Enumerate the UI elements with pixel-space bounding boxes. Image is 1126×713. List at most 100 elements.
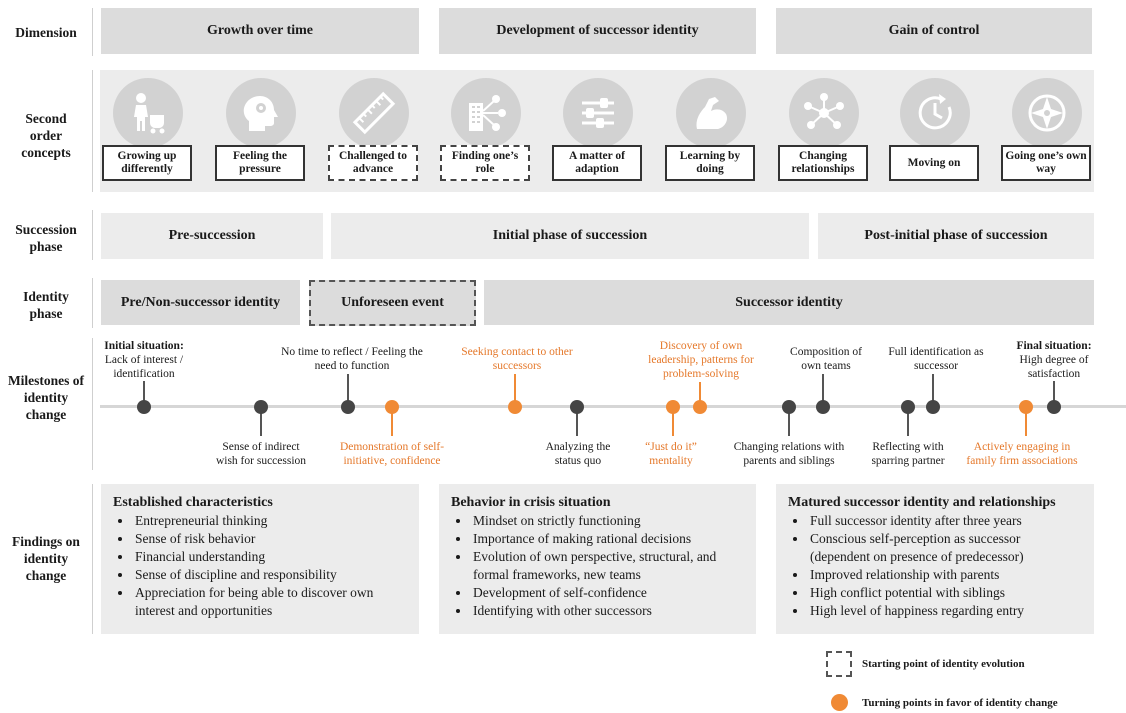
phase-post-initial: Post-initial phase of succession xyxy=(818,213,1094,259)
concept-own-way: Going one’s own way xyxy=(1001,145,1091,181)
milestone-final-text: High degree of satisfaction xyxy=(1019,354,1089,380)
concept-adaption: A matter of adaption xyxy=(552,145,642,181)
row-label-succession-phase-text: Succession phase xyxy=(15,222,77,254)
finding-crisis: Behavior in crisis situation Mindset on … xyxy=(439,484,756,634)
row-label-findings: Findings on identity change xyxy=(0,533,92,584)
ruler-icon xyxy=(339,78,409,148)
list-item: High conflict potential with siblings xyxy=(808,584,1082,602)
milestone-tick xyxy=(143,381,145,401)
milestone-tick xyxy=(907,412,909,436)
list-item: Conscious self-perception as successor (… xyxy=(808,530,1082,566)
row-label-succession-phase: Succession phase xyxy=(0,221,92,255)
milestone-seeking-contact: Seeking contact to other successors xyxy=(447,345,587,373)
milestone-initial-situation: Initial situation: Lack of interest / id… xyxy=(89,339,199,381)
milestone-self-initiative-text: Demonstration of self-initiative, confid… xyxy=(339,441,445,467)
milestone-tick xyxy=(260,412,262,436)
dimension-growth: Growth over time xyxy=(101,8,419,54)
milestone-tick xyxy=(788,412,790,436)
milestone-analyzing-text: Analyzing the status quo xyxy=(545,441,611,467)
clock-arrow-icon xyxy=(900,78,970,148)
milestone-tick xyxy=(1025,412,1027,436)
finding-matured: Matured successor identity and relations… xyxy=(776,484,1094,634)
milestone-initial-text: Lack of interest / identification xyxy=(104,354,184,380)
legend-turning-points: Turning points in favor of identity chan… xyxy=(862,697,1058,709)
milestone-full-identification: Full identification as successor xyxy=(888,345,984,373)
separator-line xyxy=(92,70,93,192)
concept-growing-up: Growing up differently xyxy=(102,145,192,181)
milestone-self-initiative: Demonstration of self-initiative, confid… xyxy=(327,440,457,468)
milestone-tick xyxy=(391,412,393,436)
legend-dashed-square-icon xyxy=(826,651,852,677)
separator-line xyxy=(92,484,93,634)
finding-established-title: Established characteristics xyxy=(113,495,273,510)
list-item: Identifying with other successors xyxy=(471,602,744,620)
row-label-milestones-text: Milestones of identity change xyxy=(7,373,85,422)
finding-crisis-title: Behavior in crisis situation xyxy=(451,495,611,510)
milestone-final-situation: Final situation: High degree of satisfac… xyxy=(1013,339,1095,381)
turning-point-dot xyxy=(1019,400,1033,414)
milestone-indirect-wish-text: Sense of indirect wish for succession xyxy=(215,441,307,467)
concept-challenged: Challenged to advance xyxy=(328,145,418,181)
list-item: High level of happiness regarding entry xyxy=(808,602,1082,620)
phase-initial: Initial phase of succession xyxy=(331,213,809,259)
milestone-changing-relations: Changing relations with parents and sibl… xyxy=(727,440,851,468)
milestone-final-label: Final situation: xyxy=(1016,340,1092,352)
compass-icon xyxy=(1012,78,1082,148)
identity-pre-non-successor: Pre/Non-successor identity xyxy=(101,280,300,325)
milestone-discovery-text: Discovery of own leadership, patterns fo… xyxy=(648,340,754,380)
milestone-tick xyxy=(514,374,516,401)
turning-point-dot xyxy=(666,400,680,414)
milestone-actively-engaging-text: Actively engaging in family firm associa… xyxy=(966,441,1078,467)
building-network-icon xyxy=(451,78,521,148)
milestone-tick xyxy=(347,374,349,401)
concept-finding-role: Finding one’s role xyxy=(440,145,530,181)
list-item: Sense of risk behavior xyxy=(133,530,407,548)
milestone-tick xyxy=(1053,381,1055,401)
dimension-gain-control: Gain of control xyxy=(776,8,1092,54)
turning-point-dot xyxy=(693,400,707,414)
parent-stroller-icon xyxy=(113,78,183,148)
milestone-tick xyxy=(822,374,824,401)
row-label-identity-phase: Identity phase xyxy=(0,288,92,322)
milestone-just-do-it: “Just do it” mentality xyxy=(640,440,702,468)
milestone-actively-engaging: Actively engaging in family firm associa… xyxy=(960,440,1084,468)
separator-line xyxy=(92,338,93,470)
milestone-no-time: No time to reflect / Feeling the need to… xyxy=(278,345,426,373)
milestone-composition: Composition of own teams xyxy=(786,345,866,373)
list-item: Full successor identity after three year… xyxy=(808,512,1082,530)
milestone-initial-label: Initial situation: xyxy=(104,340,184,352)
list-item: Development of self-confidence xyxy=(471,584,744,602)
milestone-tick xyxy=(576,412,578,436)
list-item: Appreciation for being able to discover … xyxy=(133,584,407,620)
identity-successor: Successor identity xyxy=(484,280,1094,325)
milestone-reflecting-text: Reflecting with sparring partner xyxy=(871,441,945,467)
milestone-dot xyxy=(341,400,355,414)
list-item: Importance of making rational decisions xyxy=(471,530,744,548)
people-network-icon xyxy=(789,78,859,148)
identity-unforeseen-event: Unforeseen event xyxy=(309,280,476,326)
list-item: Sense of discipline and responsibility xyxy=(133,566,407,584)
milestone-reflecting: Reflecting with sparring partner xyxy=(866,440,950,468)
flexed-arm-icon xyxy=(676,78,746,148)
milestone-tick xyxy=(699,382,701,401)
phase-pre-succession: Pre-succession xyxy=(101,213,323,259)
milestone-tick xyxy=(932,374,934,401)
milestone-tick xyxy=(672,412,674,436)
legend-orange-dot-icon xyxy=(831,694,848,711)
turning-point-dot xyxy=(385,400,399,414)
legend-starting-point: Starting point of identity evolution xyxy=(862,658,1025,670)
dimension-successor-identity: Development of successor identity xyxy=(439,8,756,54)
milestone-composition-text: Composition of own teams xyxy=(790,346,862,372)
milestone-just-do-it-text: “Just do it” mentality xyxy=(645,441,697,467)
milestone-dot xyxy=(1047,400,1061,414)
finding-established: Established characteristics Entrepreneur… xyxy=(101,484,419,634)
separator-line xyxy=(92,278,93,328)
milestone-dot xyxy=(254,400,268,414)
row-label-second-order: Second order concepts xyxy=(0,110,92,161)
milestone-dot xyxy=(901,400,915,414)
concept-moving-on: Moving on xyxy=(889,145,979,181)
milestone-analyzing: Analyzing the status quo xyxy=(540,440,616,468)
list-item: Entrepreneurial thinking xyxy=(133,512,407,530)
row-label-second-order-text: Second order concepts xyxy=(21,111,71,160)
milestone-dot xyxy=(782,400,796,414)
